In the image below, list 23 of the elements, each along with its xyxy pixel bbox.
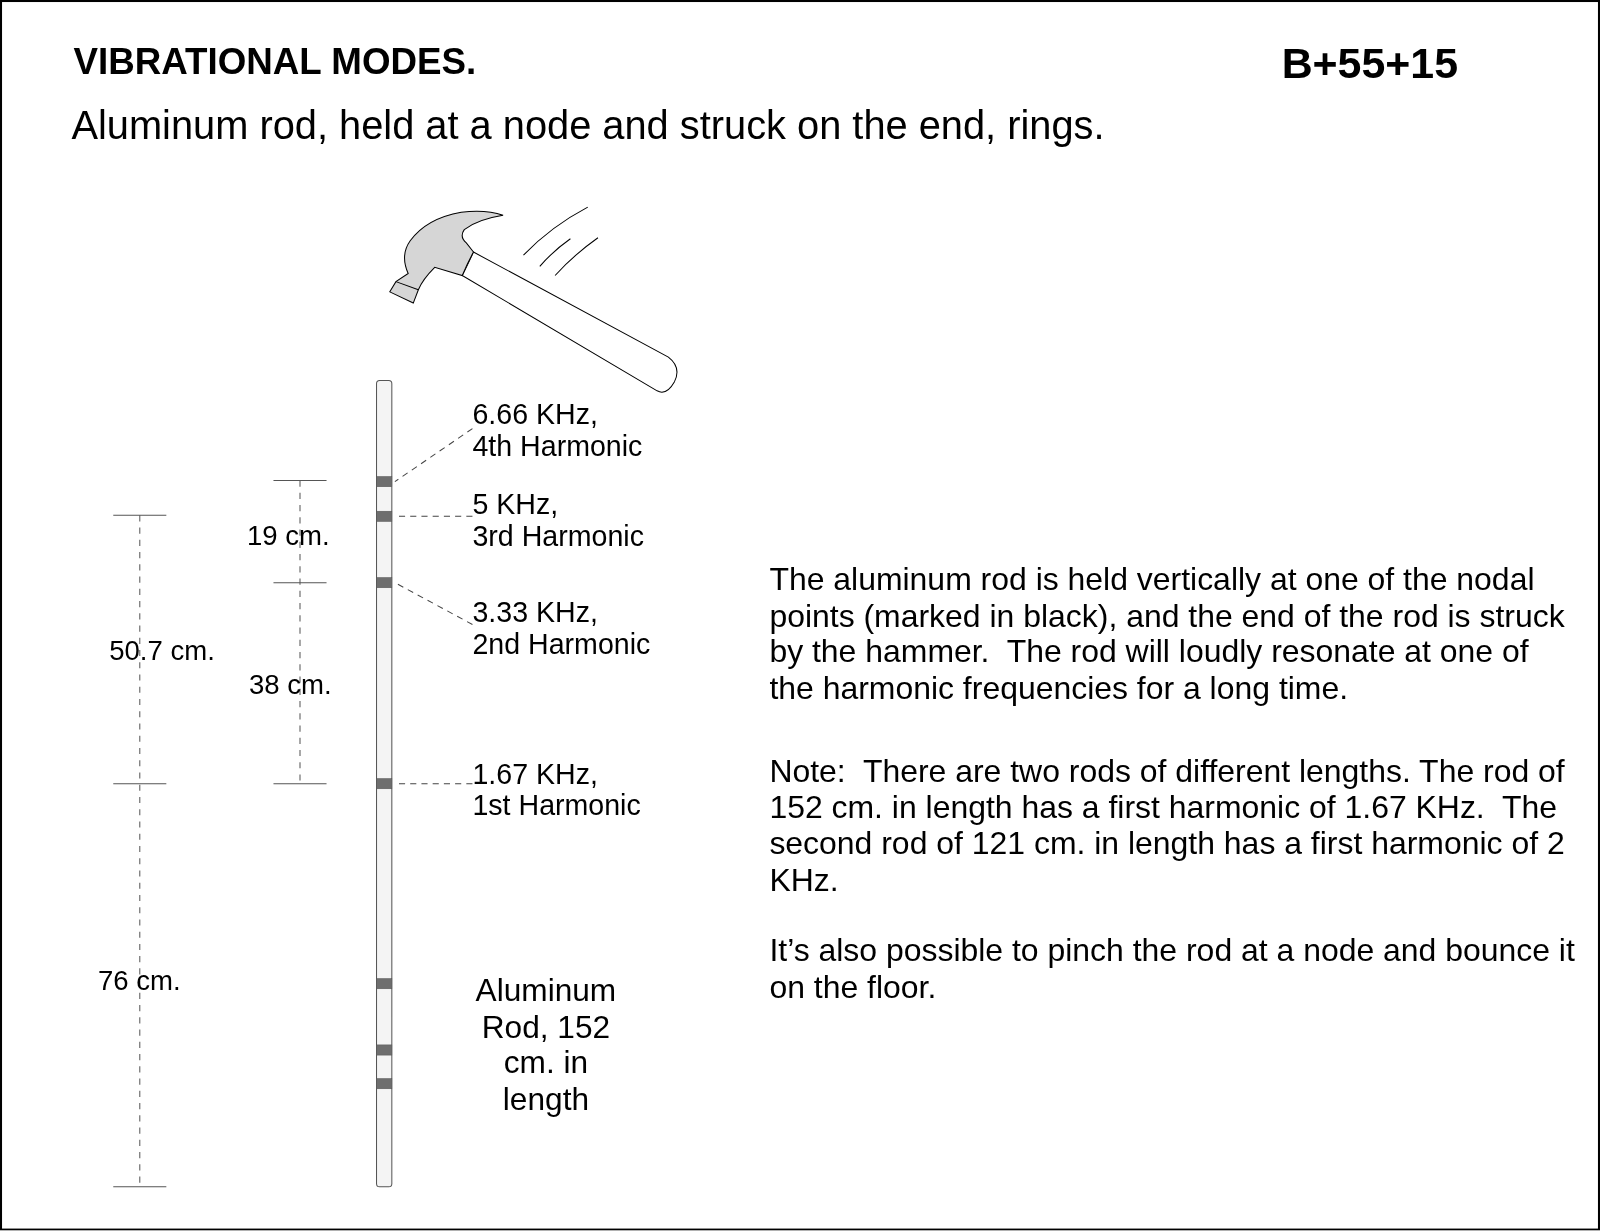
dimension-label: 50.7 cm. [109, 634, 215, 668]
frequency-label: 3.33 KHz, 2nd Harmonic [472, 596, 708, 661]
rod-label: Aluminum Rod, 152 cm. in length [474, 972, 618, 1118]
node-band [376, 978, 393, 990]
note-paragraph: It’s also possible to pinch the rod at a node and bounce it on the floor. [769, 932, 1576, 1006]
note-paragraph: Note: There are two rods of different lengths. The rod of 152 cm. in length has a first harmonic of 1.67 KHz. The second rod of 121 cm. in length has a first harmonic of 2 KHz. [769, 753, 1566, 898]
description-paragraph: The aluminum rod is held vertically at one of the nodal points (marked in black), and the end of the rod is struck by the hammer. The rod will loudly resonate at one of the harmonic frequencies for a long time. [769, 561, 1566, 707]
node-band [376, 778, 393, 790]
node-band [376, 577, 393, 588]
figure-code: B+55+15 [1281, 38, 1458, 88]
node-band [376, 510, 393, 522]
node-band [376, 476, 393, 487]
node-band [376, 1044, 393, 1056]
frequency-label: 5 KHz, 3rd Harmonic [472, 488, 708, 553]
frequency-label: 1.67 KHz, 1st Harmonic [472, 758, 708, 822]
dimension-label: 38 cm. [249, 668, 332, 701]
dimension-label: 76 cm. [97, 964, 181, 997]
leader-line [394, 428, 473, 483]
subtitle: Aluminum rod, held at a node and struck on the end, rings. [71, 103, 1105, 148]
node-band [376, 1078, 393, 1090]
dimension-label: 19 cm. [246, 519, 330, 553]
frequency-label: 6.66 KHz, 4th Harmonic [472, 399, 708, 463]
title: VIBRATIONAL MODES. [73, 40, 477, 84]
